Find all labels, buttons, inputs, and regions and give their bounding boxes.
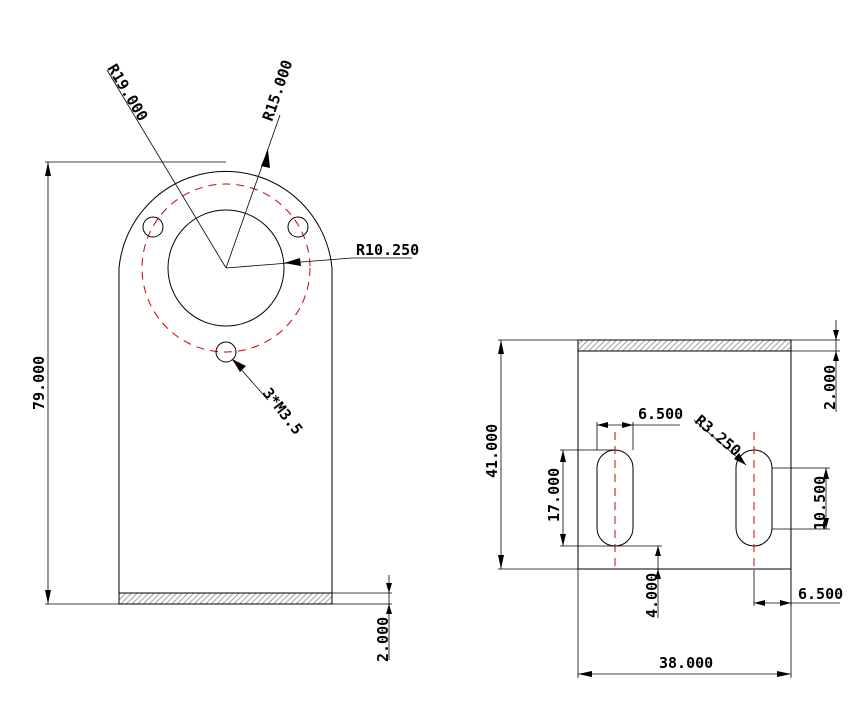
right-flange-section <box>577 339 792 352</box>
center-bore <box>167 209 285 327</box>
holes-label: 3*M3.5 <box>259 384 307 438</box>
left-body-outline <box>118 170 333 604</box>
height-arrow-top <box>45 162 51 176</box>
bottom-off-arrow-bottom <box>655 569 661 579</box>
edge-off-arrow-top <box>823 468 829 479</box>
thickness-arrow-bottom <box>386 604 392 614</box>
slot-len-label: 17.000 <box>545 468 563 522</box>
width-label: 38.000 <box>659 654 713 672</box>
height-arrow-bottom <box>45 590 51 604</box>
right-off-arrow-left <box>754 600 765 606</box>
edge-off-arrow-bottom <box>823 518 829 529</box>
r15-leader <box>225 114 281 269</box>
bolt-circle-radius-label: R15.000 <box>259 58 297 124</box>
bolt-circle <box>141 183 311 353</box>
r19-leader <box>106 69 227 269</box>
r-height-label: 41.000 <box>483 424 501 478</box>
r-height-arrow-top <box>498 340 504 354</box>
slot-radius-label: R3.250 <box>691 411 744 460</box>
mounting-hole-bottom <box>215 341 237 363</box>
r-thick-arrow-top <box>833 330 839 340</box>
mounting-hole-right <box>287 216 309 238</box>
height-label: 79.000 <box>30 356 48 410</box>
right-off-label: 6.500 <box>798 585 843 603</box>
slot-width-arrow-right <box>622 422 633 428</box>
r-height-arrow-bottom <box>498 555 504 569</box>
slot-width-label: 6.500 <box>638 405 683 423</box>
bore-radius-label: R10.250 <box>356 241 419 259</box>
thickness-arrow-top <box>386 583 392 593</box>
holes-arrow <box>232 359 246 372</box>
width-arrow-left <box>578 671 592 677</box>
width-arrow-right <box>777 671 791 677</box>
bottom-off-arrow-top <box>655 546 661 556</box>
left-flange-section <box>118 592 333 605</box>
right-view: 41.000 2.000 6.500 R3.250 17.000 10.500 <box>483 320 843 678</box>
slot-len-arrow-bottom <box>560 534 566 546</box>
right-plate-outline <box>577 339 792 570</box>
slot-width-arrow-left <box>597 422 608 428</box>
left-view: R19.000 R15.000 R10.250 3*M3.5 79.000 2.… <box>30 58 419 662</box>
r15-arrow <box>261 150 270 168</box>
mounting-hole-left <box>142 216 164 238</box>
r-thick-arrow-bottom <box>833 351 839 361</box>
slot-len-arrow-top <box>560 450 566 462</box>
r10-leader <box>225 257 412 269</box>
edge-off-label: 10.500 <box>811 476 829 530</box>
slot-radius-arrow <box>734 453 746 465</box>
outer-radius-label: R19.000 <box>104 61 152 124</box>
r10-arrow <box>284 258 301 266</box>
r-thick-label: 2.000 <box>821 365 839 410</box>
thickness-label: 2.000 <box>374 617 392 662</box>
right-off-arrow-right <box>780 600 791 606</box>
bottom-off-label: 4.000 <box>643 573 661 618</box>
